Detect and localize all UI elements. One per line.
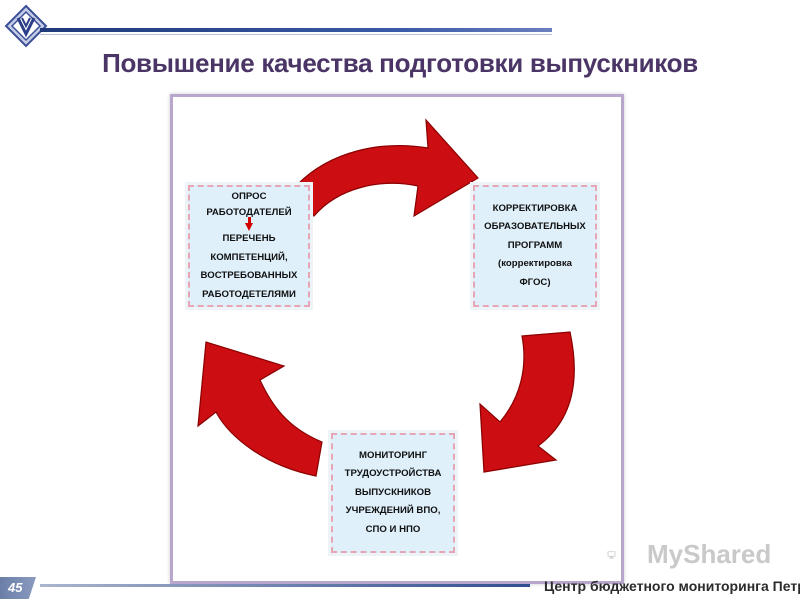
employers-line3: ПЕРЕЧЕНЬ [222, 233, 276, 245]
monitoring-line1: МОНИТОРИНГ [358, 449, 428, 461]
programs-line2: ОБРАЗОВАТЕЛЬНЫХ [484, 221, 586, 233]
footer-text: Центр бюджетного мониторинга ПетрГУ [544, 578, 800, 594]
logo-icon [4, 4, 48, 48]
employers-line2: РАБОТОДАТЕЛЕЙ [206, 207, 292, 219]
programs-line4: (корректировка [498, 258, 572, 270]
monitoring-box: МОНИТОРИНГ ТРУДОУСТРОЙСТВА ВЫПУСКНИКОВ У… [331, 433, 455, 553]
header-rule [40, 28, 552, 32]
page-title: Повышение качества подготовки выпускнико… [102, 48, 698, 78]
watermark-text: MyShared [647, 539, 772, 569]
employers-line4: КОМПЕТЕНЦИЙ, [210, 251, 288, 263]
employers-line1: ОПРОС [231, 190, 267, 202]
employers-line5: ВОСТРЕБОВАННЫХ [200, 270, 298, 282]
monitoring-line3: ВЫПУСКНИКОВ [354, 486, 432, 498]
monitoring-line2: ТРУДОУСТРОЙСТВА [344, 468, 442, 480]
down-arrow-icon [245, 223, 253, 232]
arrow-top-icon [297, 118, 479, 218]
employers-box: ОПРОС РАБОТОДАТЕЛЕЙ ПЕРЕЧЕНЬ КОМПЕТЕНЦИЙ… [188, 185, 310, 307]
employers-line6: РАБОТОДЕТЕЛЯМИ [202, 288, 296, 300]
programs-box: КОРРЕКТИРОВКА ОБРАЗОВАТЕЛЬНЫХ ПРОГРАММ (… [473, 185, 597, 307]
programs-line5: ФГОС) [519, 276, 551, 288]
arrow-left-icon [197, 341, 323, 477]
page-number: 45 [8, 580, 23, 595]
monitoring-line5: СПО И НПО [365, 523, 421, 535]
programs-line3: ПРОГРАММ [507, 239, 563, 251]
header-rule-thin [40, 34, 552, 35]
monitoring-line4: УЧРЕЖДЕНИЙ ВПО, [345, 505, 441, 517]
arrow-right-icon [479, 331, 575, 473]
watermark-icon [607, 551, 616, 559]
page-number-tab [0, 577, 36, 599]
footer-rule [40, 584, 530, 587]
down-arrow-stem [247, 217, 251, 225]
programs-line1: КОРРЕКТИРОВКА [492, 202, 578, 214]
